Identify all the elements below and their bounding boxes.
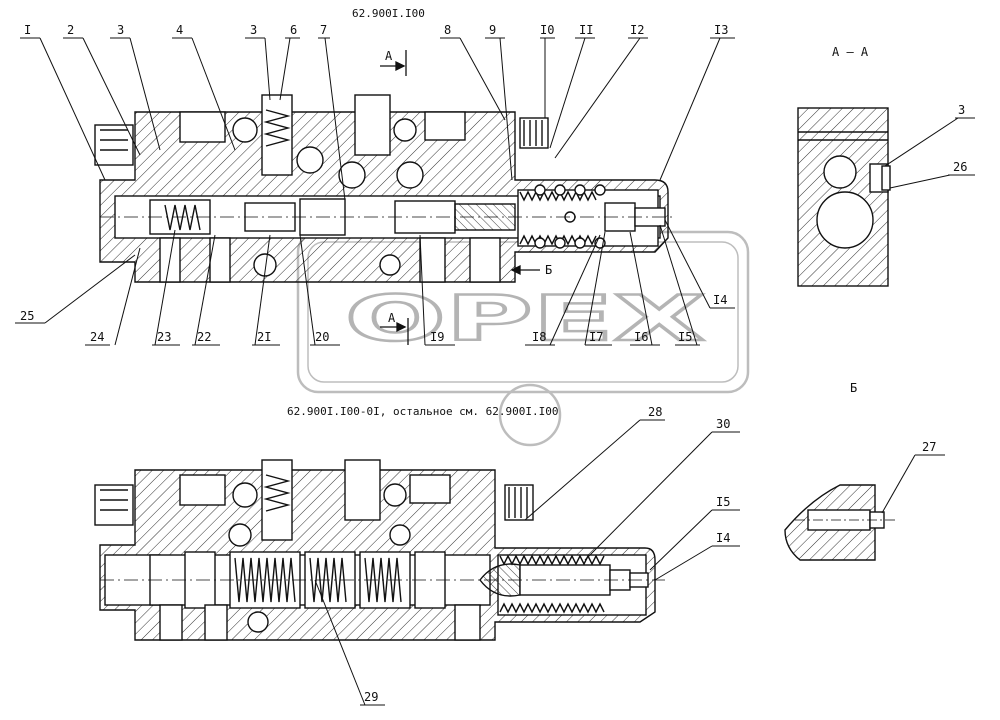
callout-14: I4 [713, 293, 727, 307]
callout-1: I [24, 23, 31, 37]
top-view-lower-callouts: 25 24 23 22 2I 20 I9 I8 I7 I6 I5 I4 [20, 293, 727, 344]
bottom-drawing-number: 62.900I.I00-0I, остальное см. 62.900I.I0… [287, 405, 559, 418]
opex-watermark: OPEX [296, 230, 750, 447]
section-aa-callout-26: 26 [953, 160, 967, 174]
watermark-text: OPEX [345, 282, 705, 355]
section-aa-title: А – А [832, 45, 869, 59]
view-b-title: Б [850, 381, 857, 395]
view-b-callout-27: 27 [922, 440, 936, 454]
top-drawing-number: 62.900I.I00 [352, 7, 425, 20]
bottom-valve-section [94, 459, 665, 641]
top-valve-section [94, 94, 675, 283]
callout-13: I3 [714, 23, 728, 37]
callout-3-second: 3 [250, 23, 257, 37]
callout-30: 30 [716, 417, 730, 431]
section-arrow-a-bottom [380, 318, 409, 345]
bottom-view-callouts: 28 30 I5 I4 29 [364, 405, 730, 704]
section-arrow-a-top [380, 50, 407, 76]
callout-7: 7 [320, 23, 327, 37]
top-view-lower-leaders [15, 219, 735, 346]
section-aa-leaders [884, 117, 975, 189]
callout-6: 6 [290, 23, 297, 37]
callout-23: 23 [157, 330, 171, 344]
top-callouts: I 2 3 4 3 6 7 8 9 I0 II I2 I3 [24, 23, 728, 37]
section-aa-view [797, 107, 891, 287]
callout-15-bottom: I5 [716, 495, 730, 509]
callout-28: 28 [648, 405, 662, 419]
view-label-b-arrow: Б [545, 263, 552, 277]
callout-4: 4 [176, 23, 183, 37]
callout-24: 24 [90, 330, 104, 344]
callout-18: I8 [532, 330, 546, 344]
callout-2: 2 [67, 23, 74, 37]
callout-8: 8 [444, 23, 451, 37]
callout-9: 9 [489, 23, 496, 37]
section-label-a-top: А [385, 49, 393, 63]
callout-12: I2 [630, 23, 644, 37]
view-b-detail [784, 484, 895, 561]
bottom-view-leaders [314, 419, 740, 706]
callout-15: I5 [678, 330, 692, 344]
callout-14-bottom: I4 [716, 531, 730, 545]
callout-10: I0 [540, 23, 554, 37]
callout-11: II [579, 23, 593, 37]
callout-3: 3 [117, 23, 124, 37]
section-aa-callout-3: 3 [958, 103, 965, 117]
callout-16: I6 [634, 330, 648, 344]
callout-17: I7 [589, 330, 603, 344]
callout-20: 20 [315, 330, 329, 344]
callout-21: 2I [257, 330, 271, 344]
callout-29: 29 [364, 690, 378, 704]
view-b-leader [881, 454, 945, 514]
callout-25: 25 [20, 309, 34, 323]
callout-19: I9 [430, 330, 444, 344]
section-label-a-bottom: А [388, 311, 396, 325]
view-arrow-b [510, 264, 540, 276]
callout-22: 22 [197, 330, 211, 344]
top-leaders [20, 37, 735, 201]
